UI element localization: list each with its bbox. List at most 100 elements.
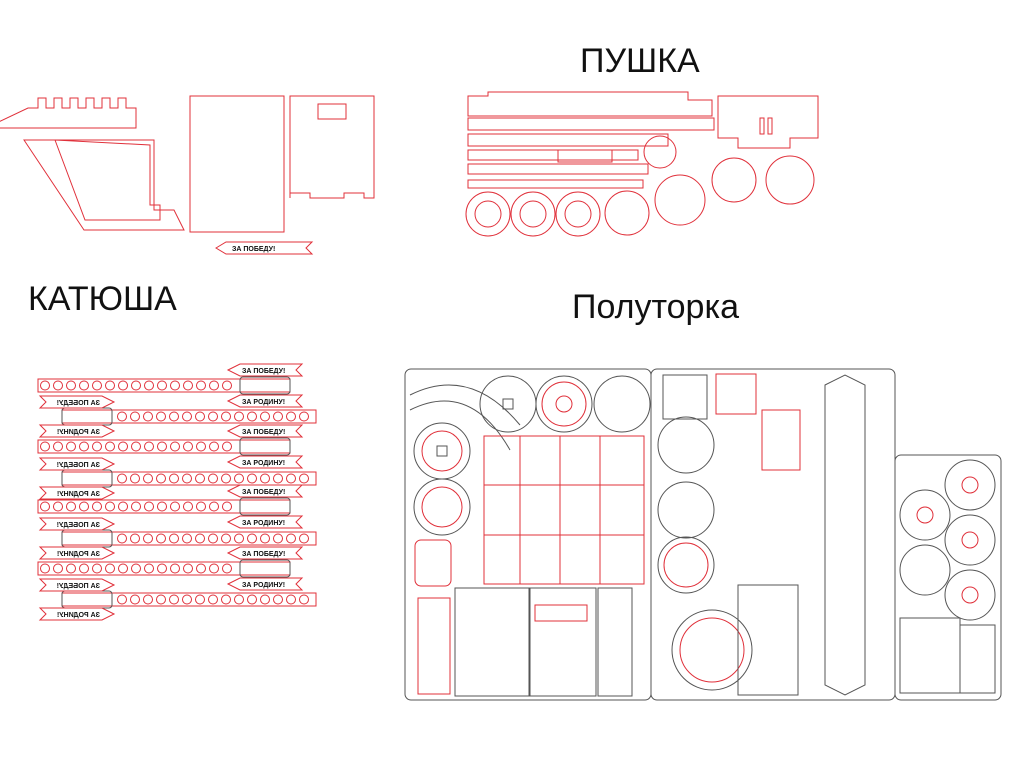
rocket-hole bbox=[234, 473, 244, 484]
rocket-hole bbox=[299, 411, 309, 422]
rocket-hole bbox=[66, 501, 76, 512]
rocket-hole bbox=[92, 441, 102, 452]
rocket-hole bbox=[182, 533, 192, 544]
katyusha-frame-parts: ЗА ПОБЕДУ! bbox=[0, 95, 375, 255]
rocket-hole bbox=[117, 533, 127, 544]
rocket-hole bbox=[195, 594, 205, 605]
rocket-hole bbox=[221, 473, 231, 484]
rocket-hole bbox=[40, 380, 50, 391]
polutorka-parts bbox=[404, 368, 1002, 701]
flag-za-pobedu: ЗА ПОБЕДУ! bbox=[226, 484, 304, 498]
rocket-hole bbox=[182, 411, 192, 422]
rocket-hole bbox=[182, 473, 192, 484]
flag-label: ЗА РОДИНУ! bbox=[57, 551, 100, 558]
rocket-hole bbox=[247, 533, 257, 544]
rocket-hole bbox=[183, 563, 193, 574]
rocket-hole bbox=[170, 441, 180, 452]
rocket-hole bbox=[79, 563, 89, 574]
rocket-strip bbox=[61, 590, 317, 609]
katyusha-rocket-strips: ЗА ПОБЕДУ! ЗА РОДИНУ! ЗА ПОБЕДУ! ЗА РОДИНУ!… bbox=[37, 363, 317, 621]
rocket-hole bbox=[117, 473, 127, 484]
rocket-hole bbox=[170, 380, 180, 391]
rocket-hole bbox=[169, 594, 179, 605]
rocket-hole bbox=[221, 533, 231, 544]
rocket-hole bbox=[196, 441, 206, 452]
rocket-hole bbox=[169, 473, 179, 484]
rocket-hole bbox=[286, 473, 296, 484]
rocket-hole bbox=[105, 380, 115, 391]
rocket-hole bbox=[208, 533, 218, 544]
rocket-hole bbox=[170, 563, 180, 574]
rocket-hole bbox=[79, 441, 89, 452]
rocket-hole bbox=[247, 411, 257, 422]
rocket-hole bbox=[209, 563, 219, 574]
rocket-hole bbox=[131, 501, 141, 512]
rocket-hole bbox=[130, 533, 140, 544]
rocket-strip bbox=[61, 529, 317, 548]
flag-label: ЗА РОДИНУ! bbox=[242, 460, 285, 467]
rocket-hole bbox=[118, 441, 128, 452]
flag-label: ЗА ПОБЕДУ! bbox=[57, 462, 100, 469]
rocket-hole bbox=[66, 441, 76, 452]
rocket-hole bbox=[118, 563, 128, 574]
rocket-hole bbox=[130, 594, 140, 605]
rocket-hole bbox=[222, 501, 232, 512]
rocket-hole bbox=[196, 380, 206, 391]
flag-za-rodinu-mirrored: ЗА РОДИНУ! bbox=[38, 486, 116, 500]
rocket-hole bbox=[169, 533, 179, 544]
flag-za-pobedu-mirrored: ЗА ПОБЕДУ! bbox=[38, 395, 116, 409]
rocket-hole bbox=[234, 594, 244, 605]
rocket-hole bbox=[79, 501, 89, 512]
rocket-hole bbox=[208, 594, 218, 605]
flag-label: ЗА РОДИНУ! bbox=[242, 399, 285, 406]
rocket-hole bbox=[169, 411, 179, 422]
rocket-hole bbox=[260, 473, 270, 484]
rocket-hole bbox=[92, 501, 102, 512]
rocket-hole bbox=[40, 563, 50, 574]
flag-label: ЗА РОДИНУ! bbox=[57, 612, 100, 619]
rocket-hole bbox=[53, 501, 63, 512]
rocket-hole bbox=[208, 473, 218, 484]
flag-label: ЗА РОДИНУ! bbox=[57, 429, 100, 436]
flag-za-rodinu-mirrored: ЗА РОДИНУ! bbox=[38, 546, 116, 560]
rocket-hole bbox=[92, 563, 102, 574]
flag-za-pobedu-mirrored: ЗА ПОБЕДУ! bbox=[38, 457, 116, 471]
rocket-hole bbox=[117, 411, 127, 422]
rocket-hole bbox=[234, 411, 244, 422]
rocket-hole bbox=[79, 380, 89, 391]
rocket-hole bbox=[209, 501, 219, 512]
flag-label: ЗА РОДИНУ! bbox=[242, 520, 285, 527]
flag-label: ЗА ПОБЕДУ! bbox=[242, 368, 285, 375]
rocket-hole bbox=[53, 441, 63, 452]
rocket-hole bbox=[105, 563, 115, 574]
flag-label: ЗА ПОБЕДУ! bbox=[242, 429, 285, 436]
rocket-hole bbox=[118, 380, 128, 391]
rocket-strip bbox=[61, 469, 317, 488]
rocket-hole bbox=[234, 533, 244, 544]
rocket-hole bbox=[260, 533, 270, 544]
rocket-hole bbox=[222, 563, 232, 574]
rocket-hole bbox=[156, 473, 166, 484]
rocket-hole bbox=[221, 411, 231, 422]
rocket-hole bbox=[131, 563, 141, 574]
rocket-hole bbox=[209, 441, 219, 452]
flag-za-rodinu: ЗА РОДИНУ! bbox=[226, 394, 304, 408]
rocket-hole bbox=[157, 441, 167, 452]
flag-label: ЗА ПОБЕДУ! bbox=[57, 522, 100, 529]
rocket-hole bbox=[105, 441, 115, 452]
rocket-hole bbox=[195, 411, 205, 422]
rocket-hole bbox=[182, 594, 192, 605]
rocket-strip bbox=[61, 407, 317, 426]
rocket-hole bbox=[196, 501, 206, 512]
rocket-hole bbox=[183, 501, 193, 512]
rocket-hole bbox=[273, 594, 283, 605]
rocket-hole bbox=[260, 594, 270, 605]
rocket-hole bbox=[53, 380, 63, 391]
flag-za-pobedu: ЗА ПОБЕДУ! bbox=[226, 424, 304, 438]
rocket-hole bbox=[273, 411, 283, 422]
flag-za-rodinu: ЗА РОДИНУ! bbox=[226, 455, 304, 469]
rocket-hole bbox=[195, 473, 205, 484]
rocket-hole bbox=[299, 594, 309, 605]
flag-label-za-pobedu: ЗА ПОБЕДУ! bbox=[232, 246, 275, 253]
